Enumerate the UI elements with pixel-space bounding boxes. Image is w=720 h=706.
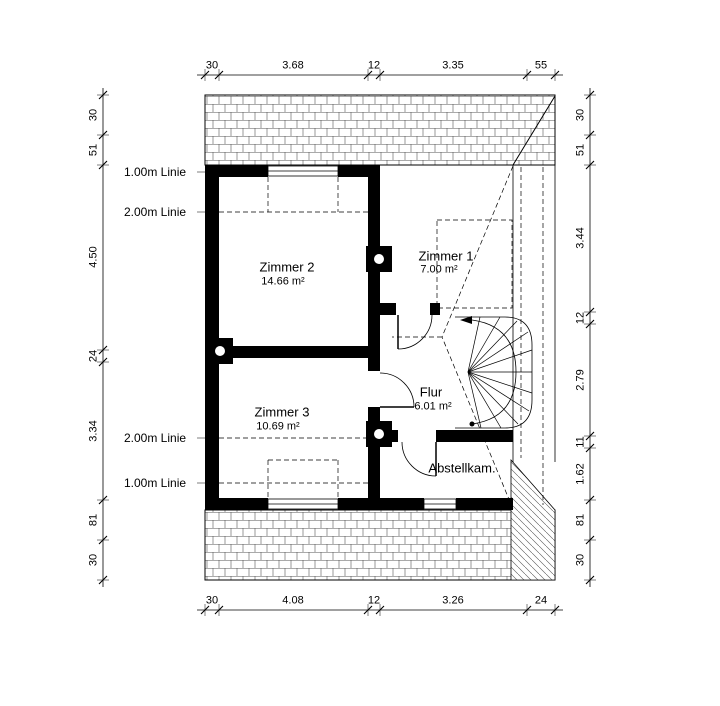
dim-top-5: 55 xyxy=(534,59,548,72)
dim-bottom-1: 30 xyxy=(205,594,219,607)
walls xyxy=(205,165,513,510)
height-line-label-2m-bottom: 2.00m Linie xyxy=(124,431,187,445)
height-line-label-1m-top: 1.00m Linie xyxy=(124,165,187,179)
dim-bottom-5: 24 xyxy=(534,594,548,607)
dim-top-1: 30 xyxy=(205,59,219,72)
dim-top-2: 3.68 xyxy=(282,59,304,72)
dim-right-3: 3.44 xyxy=(574,227,587,249)
dim-left-3: 4.50 xyxy=(87,246,100,268)
dim-right-7: 1.62 xyxy=(574,463,587,485)
columns xyxy=(207,246,392,447)
height-line-label-1m-bottom: 1.00m Linie xyxy=(124,476,187,490)
dimension-lines xyxy=(102,74,591,611)
room-label-zimmer2: Zimmer 2 xyxy=(259,259,315,275)
roof-surface-bottom xyxy=(204,458,556,581)
room-area-zimmer3: 10.69 m² xyxy=(256,420,300,433)
dimension-tick-slashes xyxy=(98,70,595,615)
dim-right-8: 81 xyxy=(574,513,587,527)
dim-left-5: 3.34 xyxy=(87,420,100,442)
dim-top-4: 3.35 xyxy=(442,59,464,72)
roof-projection-lines xyxy=(219,165,544,510)
dim-bottom-2: 4.08 xyxy=(282,594,304,607)
dim-right-2: 51 xyxy=(574,143,587,157)
dim-right-6: 11 xyxy=(574,436,587,448)
dim-left-6: 81 xyxy=(87,513,100,527)
dim-right-4: 12 xyxy=(574,311,587,325)
stair-walkline xyxy=(460,316,517,427)
doors xyxy=(379,314,437,477)
room-label-zimmer1: Zimmer 1 xyxy=(418,248,474,264)
roof-surface-top xyxy=(204,94,556,166)
room-area-flur: 6.01 m² xyxy=(414,400,452,413)
dim-bottom-3: 12 xyxy=(367,594,381,607)
dim-left-1: 30 xyxy=(87,108,100,122)
dim-bottom-4: 3.26 xyxy=(442,594,464,607)
dim-left-2: 51 xyxy=(87,143,100,157)
staircase xyxy=(455,316,533,429)
dim-right-9: 30 xyxy=(574,553,587,567)
dim-right-5: 2.79 xyxy=(574,369,587,391)
stair-treads xyxy=(467,316,533,429)
door-zimmer3 xyxy=(379,372,415,408)
label-leader-lines xyxy=(197,171,219,484)
room-label-flur: Flur xyxy=(419,384,443,400)
roof-window-outline xyxy=(436,219,513,309)
room-area-zimmer2: 14.66 m² xyxy=(261,275,305,288)
windows xyxy=(267,165,457,510)
room-area-zimmer1: 7.00 m² xyxy=(420,263,458,276)
room-label-zimmer3: Zimmer 3 xyxy=(254,404,310,420)
dim-right-1: 30 xyxy=(574,108,587,122)
dim-left-7: 30 xyxy=(87,553,100,567)
height-line-label-2m-top: 2.00m Linie xyxy=(124,205,187,219)
door-abstellkammer xyxy=(401,441,437,477)
dim-top-3: 12 xyxy=(367,59,381,72)
dim-left-4: 24 xyxy=(87,349,100,363)
door-zimmer1 xyxy=(397,314,433,350)
room-label-abstellkammer: Abstellkam. xyxy=(428,460,496,476)
